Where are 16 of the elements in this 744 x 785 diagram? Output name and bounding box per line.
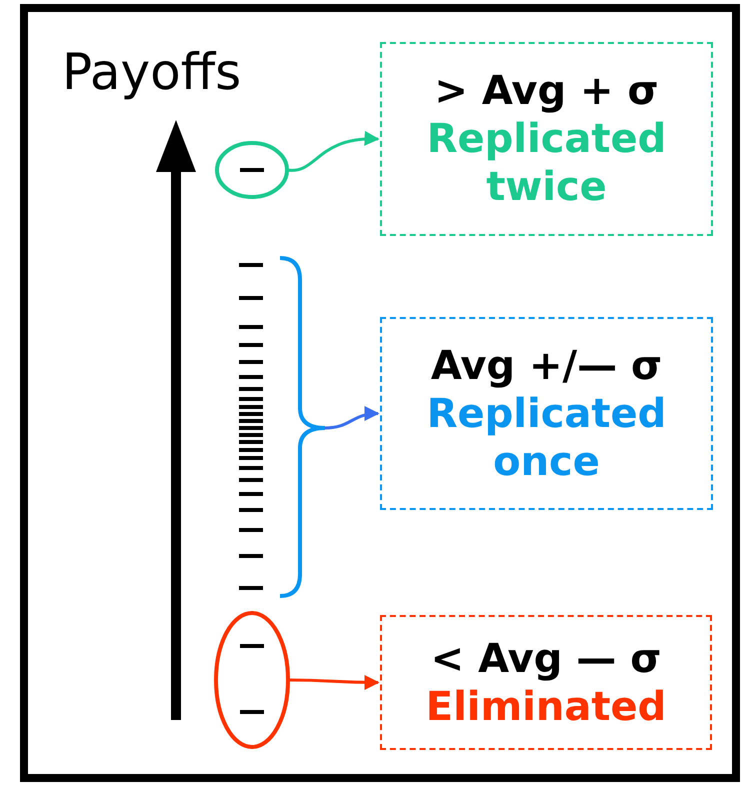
- result-box: [380, 317, 713, 510]
- outcome-text: Replicated twice: [426, 115, 668, 211]
- curly-brace: [280, 256, 327, 598]
- outcome-text: Eliminated: [426, 682, 666, 730]
- threshold-text: > Avg + σ: [434, 67, 659, 115]
- threshold-text: < Avg — σ: [430, 634, 662, 682]
- arrow: [288, 674, 380, 690]
- ellipse-marker: [215, 141, 289, 199]
- arrow: [324, 406, 380, 430]
- threshold-text: Avg +/— σ: [430, 342, 662, 390]
- axis-label: Payoffs: [62, 42, 242, 102]
- ellipse-marker: [214, 611, 290, 749]
- result-box: [380, 42, 713, 236]
- arrow: [286, 132, 380, 172]
- outcome-text: Replicated once: [426, 390, 668, 486]
- result-box: [380, 615, 712, 750]
